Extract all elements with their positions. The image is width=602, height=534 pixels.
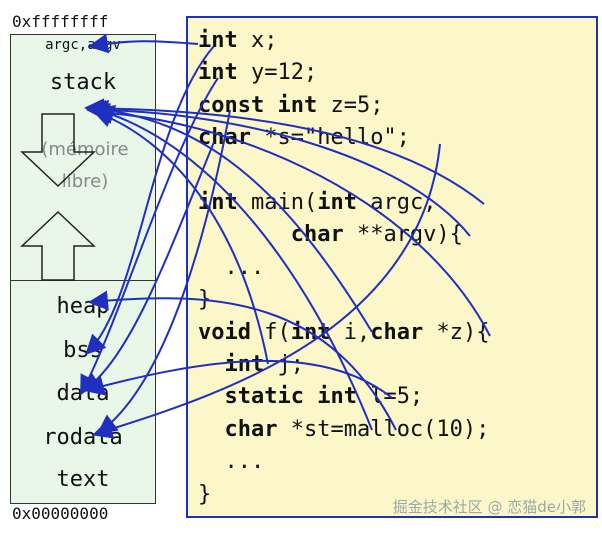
code-line: int x; xyxy=(198,28,278,53)
code-text: *st=malloc(10); xyxy=(277,416,490,442)
code-keyword: int xyxy=(224,352,265,377)
code-keyword: int xyxy=(198,28,238,53)
address-top: 0xffffffff xyxy=(12,12,109,31)
code-line: char *s="hello"; xyxy=(198,125,410,150)
code-keyword: char xyxy=(198,125,251,151)
free-memory-label: (mémoire libre) xyxy=(12,134,158,198)
code-keyword: int xyxy=(198,60,238,86)
code-line: } xyxy=(198,287,211,312)
code-text: f( xyxy=(250,319,291,345)
code-line: int main(int argc, xyxy=(198,190,436,215)
code-line: char *st=malloc(10); xyxy=(198,416,490,442)
code-text: } xyxy=(198,481,212,507)
code-text: ... xyxy=(198,254,265,280)
code-line: const int z=5; xyxy=(198,93,383,118)
code-text: *z){ xyxy=(423,319,490,345)
code-text xyxy=(198,384,225,409)
code-text: *s="hello"; xyxy=(250,125,410,151)
code-text: x; xyxy=(237,28,278,53)
code-line: char **argv){ xyxy=(198,222,463,247)
code-line: int y=12; xyxy=(198,60,317,85)
code-text: y=12; xyxy=(237,60,318,86)
free-memory-label-line: (mémoire xyxy=(41,139,129,160)
segment-text: text xyxy=(11,456,155,503)
code-line: int j; xyxy=(198,352,305,377)
code-line: } xyxy=(198,482,211,507)
code-keyword: int xyxy=(290,319,331,345)
memory-layout: argc,argv stack heap bss data rodata tex… xyxy=(10,34,156,504)
code-text: j; xyxy=(264,352,304,377)
code-keyword: char xyxy=(290,222,344,248)
code-line: static int l=5; xyxy=(198,384,424,410)
code-line: ... xyxy=(198,449,264,474)
code-text: ... xyxy=(198,449,265,475)
code-text xyxy=(198,417,225,442)
code-text: } xyxy=(198,287,212,313)
code-keyword: int xyxy=(198,190,238,215)
address-bottom: 0x00000000 xyxy=(12,504,109,523)
code-line: void f(int i,char *z){ xyxy=(198,320,489,345)
segment-bss: bss xyxy=(11,332,155,369)
code-line: ... xyxy=(198,255,264,280)
code-text: l=5; xyxy=(356,384,424,410)
code-text: argc, xyxy=(356,190,437,215)
code-keyword: char xyxy=(224,416,278,442)
segment-data: data xyxy=(11,368,155,420)
free-memory-label-line: libre) xyxy=(61,171,109,192)
code-text xyxy=(198,352,225,377)
code-text: z=5; xyxy=(317,92,384,118)
code-keyword: static int xyxy=(224,384,357,410)
watermark: 掘金技术社区 @ 恋猫de小郭 xyxy=(392,498,586,516)
segment-args: argc,argv xyxy=(11,35,155,55)
code-keyword: const int xyxy=(198,92,318,118)
code-keyword: int xyxy=(317,190,357,215)
code-text xyxy=(198,222,291,247)
code-text: main( xyxy=(237,190,318,215)
segment-stack: stack xyxy=(11,54,155,112)
code-keyword: char xyxy=(370,319,424,345)
code-keyword: void xyxy=(198,319,251,345)
code-text: i, xyxy=(330,319,371,345)
segment-rodata: rodata xyxy=(11,419,155,457)
segment-heap: heap xyxy=(11,281,155,333)
code-text: **argv){ xyxy=(343,222,463,248)
